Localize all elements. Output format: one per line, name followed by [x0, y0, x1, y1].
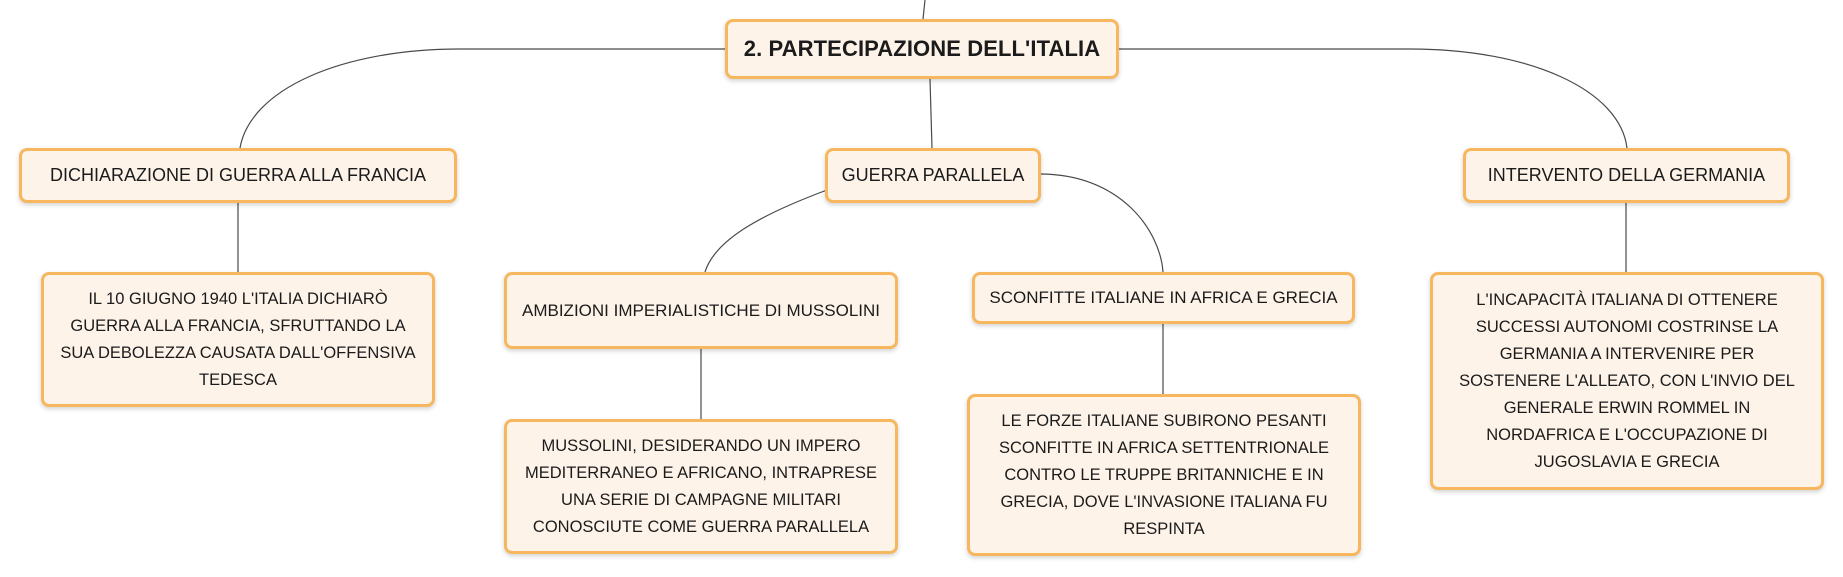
detail-declaration-of-war-text: IL 10 GIUGNO 1940 L'ITALIA DICHIARÒ GUER… — [60, 289, 416, 389]
connector-root-to-parallel-war — [929, 78, 933, 149]
detail-declaration-of-war-node[interactable]: IL 10 GIUGNO 1940 L'ITALIA DICHIARÒ GUER… — [41, 272, 435, 407]
connector-root-to-declaration — [239, 48, 725, 149]
topic-parallel-war-label: GUERRA PARALLELA — [841, 165, 1025, 185]
subtopic-italian-defeats-label: SCONFITTE ITALIANE IN AFRICA E GRECIA — [989, 288, 1338, 307]
topic-declaration-of-war-node[interactable]: DICHIARAZIONE DI GUERRA ALLA FRANCIA — [19, 148, 457, 203]
connector-root-to-germany — [1119, 48, 1628, 149]
detail-italian-defeats-text: LE FORZE ITALIANE SUBIRONO PESANTI SCONF… — [998, 411, 1330, 538]
topic-germany-intervention-label: INTERVENTO DELLA GERMANIA — [1487, 165, 1766, 185]
subtopic-imperialist-ambitions-node[interactable]: AMBIZIONI IMPERIALISTICHE DI MUSSOLINI — [504, 272, 898, 349]
detail-germany-intervention-text: L'INCAPACITÀ ITALIANA DI OTTENERE SUCCES… — [1459, 290, 1795, 471]
detail-imperialist-ambitions-text: MUSSOLINI, DESIDERANDO UN IMPERO MEDITER… — [524, 436, 878, 536]
connector-parallel-to-ambitions — [704, 189, 828, 273]
subtopic-imperialist-ambitions-label: AMBIZIONI IMPERIALISTICHE DI MUSSOLINI — [522, 300, 880, 320]
root-topic-label: 2. PARTECIPAZIONE DELL'ITALIA — [743, 36, 1101, 61]
root-topic-node[interactable]: 2. PARTECIPAZIONE DELL'ITALIA — [725, 19, 1119, 79]
detail-imperialist-ambitions-node[interactable]: MUSSOLINI, DESIDERANDO UN IMPERO MEDITER… — [504, 419, 898, 554]
topic-parallel-war-node[interactable]: GUERRA PARALLELA — [825, 148, 1041, 203]
connector-from-parent — [922, 0, 926, 20]
subtopic-italian-defeats-node[interactable]: SCONFITTE ITALIANE IN AFRICA E GRECIA — [972, 272, 1355, 324]
detail-italian-defeats-node[interactable]: LE FORZE ITALIANE SUBIRONO PESANTI SCONF… — [967, 394, 1361, 556]
connector-parallel-to-defeats — [1039, 173, 1164, 273]
topic-germany-intervention-node[interactable]: INTERVENTO DELLA GERMANIA — [1463, 148, 1790, 203]
detail-germany-intervention-node[interactable]: L'INCAPACITÀ ITALIANA DI OTTENERE SUCCES… — [1430, 272, 1824, 490]
topic-declaration-of-war-label: DICHIARAZIONE DI GUERRA ALLA FRANCIA — [49, 165, 427, 185]
